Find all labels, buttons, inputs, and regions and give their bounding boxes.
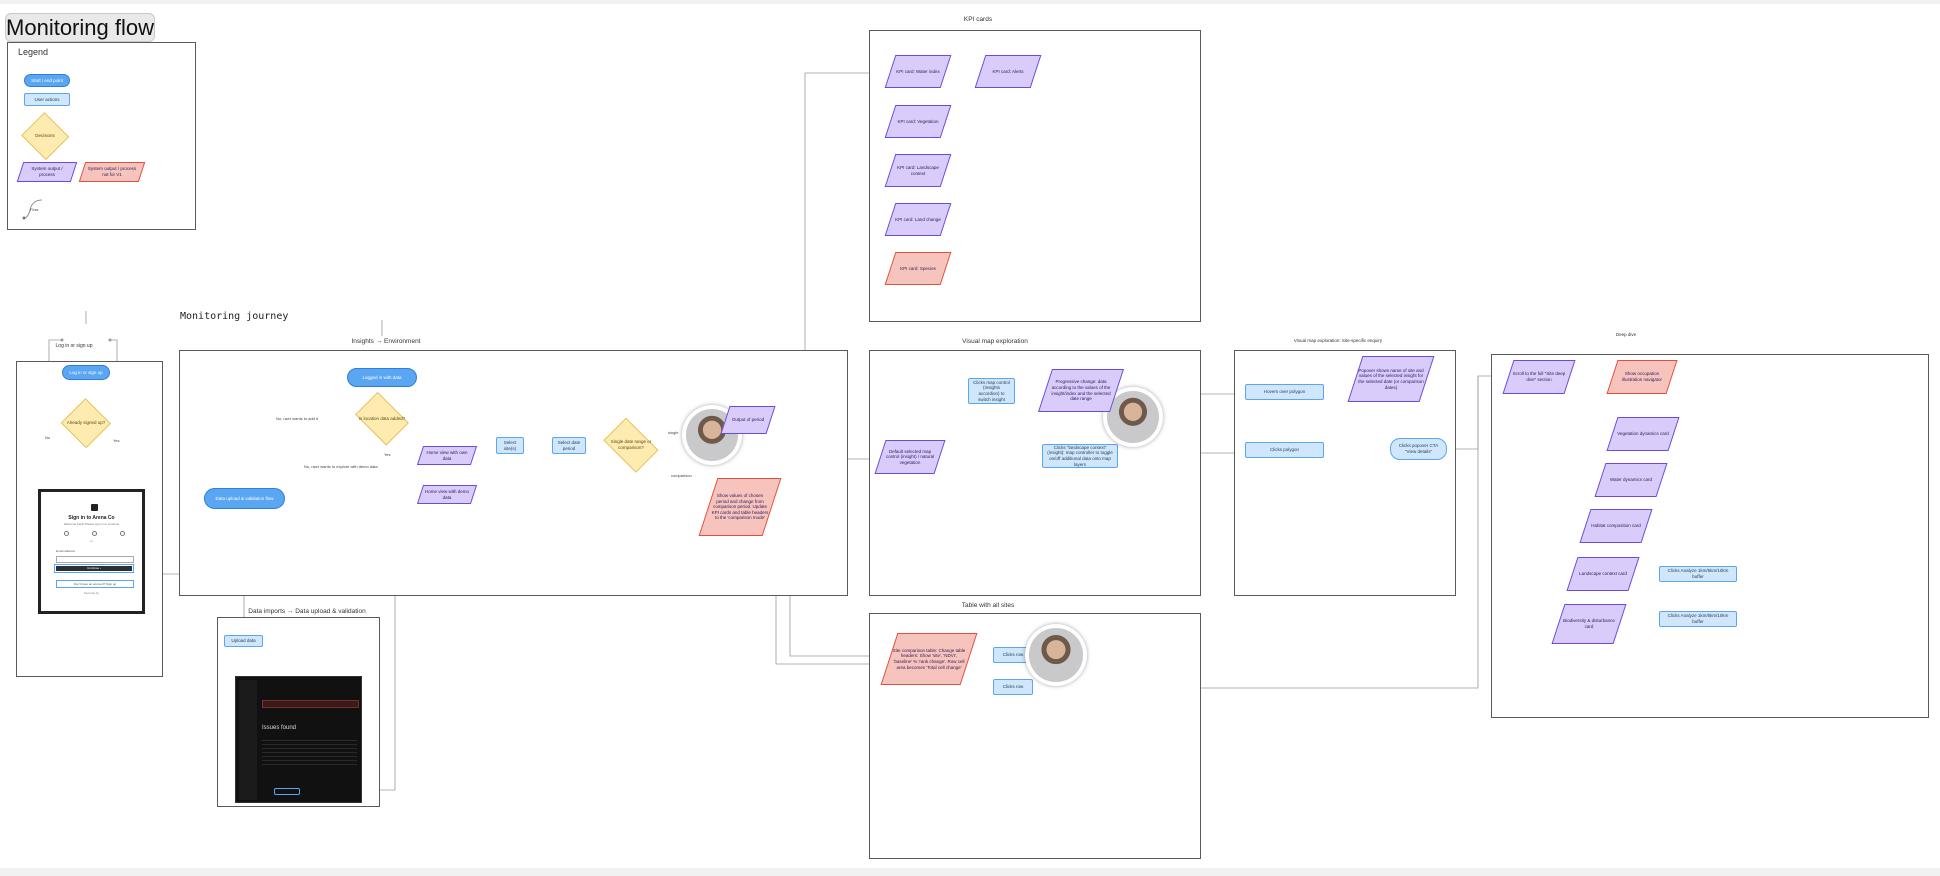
analyze-buffer-1[interactable]: Clicks Analyze 1km/5km/10km buffer	[1659, 566, 1737, 582]
default-map-control: Default selected map control (insight) /…	[880, 440, 940, 474]
water-dynamics-card: Water dynamics card	[1600, 463, 1662, 497]
kpi-alerts: KPI card: Alerts	[980, 55, 1036, 88]
kpi-species: KPI card: Species	[890, 252, 946, 285]
frame-deep-dive	[1491, 354, 1929, 718]
signin-title: Sign in to Arena Co	[68, 515, 115, 521]
page-title: Monitoring flow	[5, 13, 155, 42]
label-yes-own: Yes	[384, 452, 391, 457]
error-banner	[262, 700, 359, 708]
scroll-deep-dive: Scroll to the full "Site deep dive" sect…	[1508, 360, 1570, 394]
frame-title-table: Table with all sites	[961, 602, 1015, 609]
home-view-demo-data: Home view with demo data	[420, 485, 474, 504]
legend-decision: Decisions	[22, 114, 68, 158]
output-of-period: Output of period	[725, 406, 771, 434]
click-map-control[interactable]: Clicks map control (Insights accordion) …	[968, 378, 1015, 404]
legend-flow-label: Flow	[30, 207, 39, 212]
kpi-landscape-context: KPI card: Landscape context	[890, 154, 946, 187]
journey-label: Monitoring journey	[180, 311, 289, 322]
home-view-own-data: Home view with own data	[420, 446, 474, 465]
legend-user-action: User actions	[24, 93, 70, 106]
kpi-water-index: KPI card: Water index	[890, 55, 946, 88]
issues-table	[262, 737, 357, 765]
signup-link[interactable]: Don't have an account? Sign up	[56, 580, 134, 588]
email-label: Email address	[56, 549, 76, 553]
label-no-add: No, user wants to add it	[276, 416, 319, 421]
signin-subtitle: Welcome back! Please sign in to continue	[63, 522, 120, 526]
confirm-button[interactable]	[274, 788, 300, 795]
legend-system-output-not-v1: System output / process not for V1	[82, 162, 142, 182]
select-sites[interactable]: Select site(s)	[496, 437, 524, 454]
site-comparison-table: Site comparison table: Change table head…	[889, 633, 969, 685]
kpi-vegetation: KPI card: Vegetation	[890, 105, 946, 138]
label-no-demo: No, user wants to explore with demo data	[304, 464, 378, 469]
vegetation-dynamics-card: Vegetation dynamics card	[1612, 417, 1674, 451]
click-landscape-context[interactable]: Clicks "landscape context" (insight): ma…	[1042, 444, 1118, 468]
app-sidebar	[239, 680, 257, 800]
signin-screenshot: Sign in to Arena Co Welcome back! Please…	[38, 489, 145, 614]
frame-title-login: Log in or sign up	[55, 343, 93, 349]
frame-title-visual: Visual map exploration	[962, 338, 1028, 345]
frame-title-insights: Insights → Environment	[351, 338, 421, 345]
logged-in-start: Logged in with data	[347, 368, 417, 387]
legend-system-output: System output / process	[20, 162, 74, 182]
output-comparison: Show values of chosen period and change …	[708, 478, 772, 536]
clicks-row-2[interactable]: Clicks row	[993, 679, 1033, 695]
data-upload-flow: Data upload & validation flow	[204, 488, 285, 509]
issues-screenshot: Issues found	[235, 676, 362, 803]
click-view-details[interactable]: Clicks popover CTA "View details"	[1390, 438, 1447, 460]
signin-or: or	[90, 539, 93, 543]
frame-title-deep-dive: Deep dive	[1615, 332, 1637, 337]
biodiversity-card: Biodiversity & disturbance card	[1558, 604, 1620, 644]
legend-title: Legend	[18, 47, 49, 57]
landscape-context-card: Landscape context card	[1572, 557, 1634, 591]
upload-data-button[interactable]: Upload data	[224, 635, 263, 647]
microsoft-icon[interactable]	[120, 531, 125, 536]
login-decision: Already signed up?	[62, 400, 110, 446]
popover-shows-site: Popover shows name of site and values of…	[1355, 356, 1427, 402]
progressive-change: Progressive change: data according to th…	[1045, 369, 1117, 412]
secured-by: Secured by	[83, 591, 100, 595]
date-range-decision: Single date range or comparison?	[600, 424, 662, 466]
issues-heading: Issues found	[262, 725, 297, 731]
diagram-canvas: Monitoring flow Legend Start / end point…	[0, 4, 1940, 868]
frame-title-visual-site: Visual map exploration: Site-specific en…	[1293, 338, 1383, 343]
login-start[interactable]: Log in or sign up	[62, 365, 110, 380]
legend-flow-icon	[22, 199, 43, 220]
hover-polygon[interactable]: Hovers over polygon	[1245, 384, 1324, 400]
click-polygon[interactable]: Clicks polygon	[1245, 442, 1324, 458]
google-icon[interactable]	[64, 531, 69, 536]
location-data-decision: Is location data added?	[352, 397, 412, 440]
apple-icon[interactable]	[92, 531, 97, 536]
label-single: single	[668, 430, 679, 435]
occupation-navigator: Show occupation illustration navigator	[1612, 360, 1672, 394]
frame-insights	[179, 350, 848, 596]
label-no: No	[45, 435, 51, 440]
legend-start-end: Start / end point	[24, 74, 70, 87]
kpi-land-change: KPI card: Land change	[890, 203, 946, 236]
avatar	[1103, 387, 1163, 447]
analyze-buffer-2[interactable]: Clicks Analyze 1km/5km/10km buffer	[1659, 611, 1737, 627]
label-yes: Yes	[113, 438, 120, 443]
frame-title-imports: Data imports → Data upload & validation	[248, 608, 366, 615]
habitat-composition-card: Habitat composition card	[1585, 509, 1647, 543]
continue-button[interactable]: Continue ›	[54, 564, 134, 573]
email-field[interactable]	[56, 556, 134, 563]
app-logo-icon	[91, 504, 98, 511]
avatar	[1025, 624, 1087, 686]
select-date-period[interactable]: Select date period	[552, 437, 586, 454]
frame-title-kpi: KPI cards	[963, 16, 993, 23]
label-comparison: comparison	[671, 473, 692, 478]
